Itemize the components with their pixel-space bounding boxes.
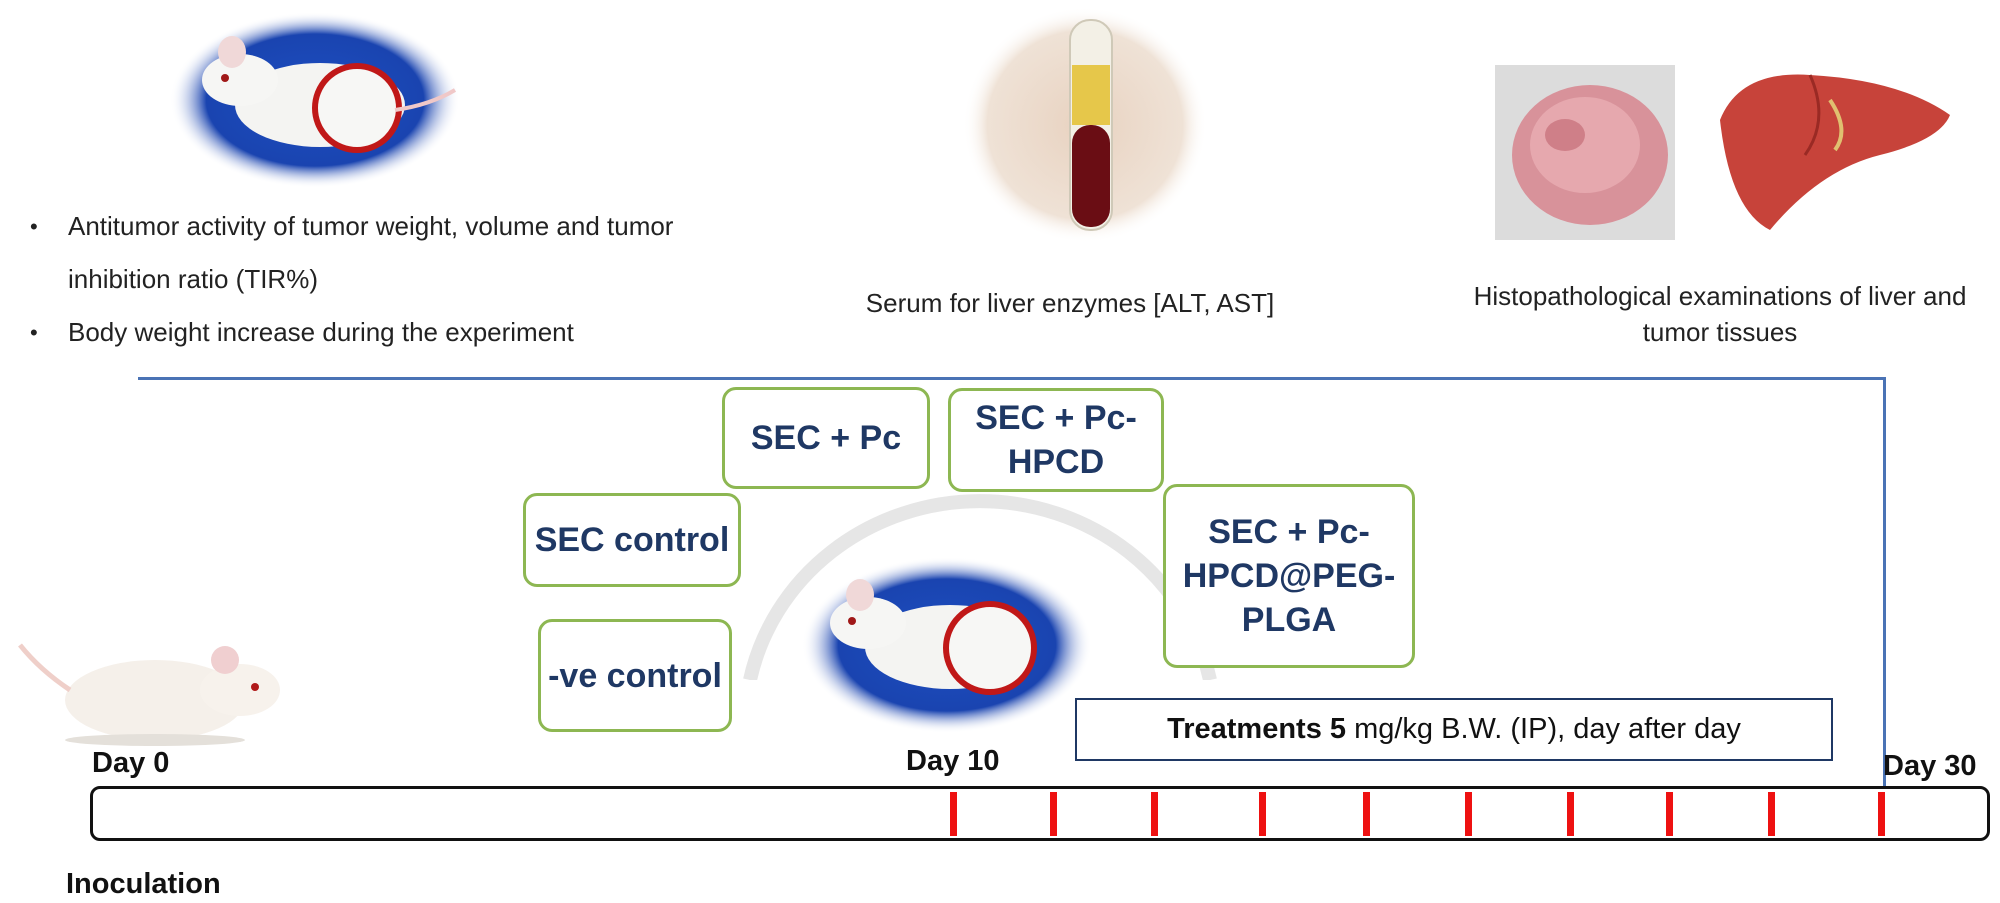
liver-icon: [1720, 74, 1950, 230]
bracket-right-line: [1883, 377, 1886, 837]
group-sec-control: SEC control: [523, 493, 741, 587]
treatment-bold: Treatments 5: [1167, 713, 1347, 745]
timeline-bar: [90, 786, 1990, 841]
bullet-symbol: •: [30, 214, 38, 239]
treatment-tick: [950, 792, 957, 836]
treatment-box: Treatments 5 mg/kg B.W. (IP), day after …: [1075, 698, 1833, 761]
group-sec-pc-hpcd-peg-plga: SEC + Pc-HPCD@PEG-PLGA: [1163, 484, 1415, 668]
treatment-tick: [1259, 792, 1266, 836]
bullet-item: • Antitumor activity of tumor weight, vo…: [30, 200, 750, 306]
treatment-tick: [1050, 792, 1057, 836]
tumor-tissue-icon: [1495, 65, 1675, 240]
bracket-top-line: [138, 377, 1886, 380]
serum-caption: Serum for liver enzymes [ALT, AST]: [865, 288, 1275, 318]
bullet-text-body-weight: Body weight increase during the experime…: [68, 317, 574, 347]
treatment-rest: mg/kg B.W. (IP), day after day: [1346, 713, 1741, 745]
treatment-tick: [1465, 792, 1472, 836]
day-0-label: Day 0: [92, 747, 170, 779]
treatment-tick: [1363, 792, 1370, 836]
group-sec-pc-hpcd: SEC + Pc-HPCD: [948, 388, 1164, 492]
histo-caption: Histopathological examinations of liver …: [1473, 281, 1967, 347]
day-10-label: Day 10: [906, 745, 1000, 777]
mouse-with-tumor-icon: [170, 12, 460, 188]
bullet-list: • Antitumor activity of tumor weight, vo…: [30, 200, 750, 359]
treatment-tick: [1768, 792, 1775, 836]
bullet-text-antitumor: Antitumor activity of tumor weight, volu…: [68, 211, 674, 294]
treatment-tick: [1666, 792, 1673, 836]
day-30-label: Day 30: [1883, 750, 1977, 782]
treatment-tick: [1878, 792, 1885, 836]
group-neg-control: -ve control: [538, 619, 732, 732]
bullet-symbol: •: [30, 320, 38, 345]
treatment-tick: [1151, 792, 1158, 836]
mouse-icon: [18, 643, 280, 746]
group-sec-pc: SEC + Pc: [722, 387, 930, 489]
mouse-with-tumor-icon: [802, 557, 1092, 733]
treatment-tick: [1567, 792, 1574, 836]
blood-tube-icon: [963, 7, 1207, 243]
bullet-item: • Body weight increase during the experi…: [30, 306, 750, 359]
inoculation-label: Inoculation: [66, 868, 221, 900]
